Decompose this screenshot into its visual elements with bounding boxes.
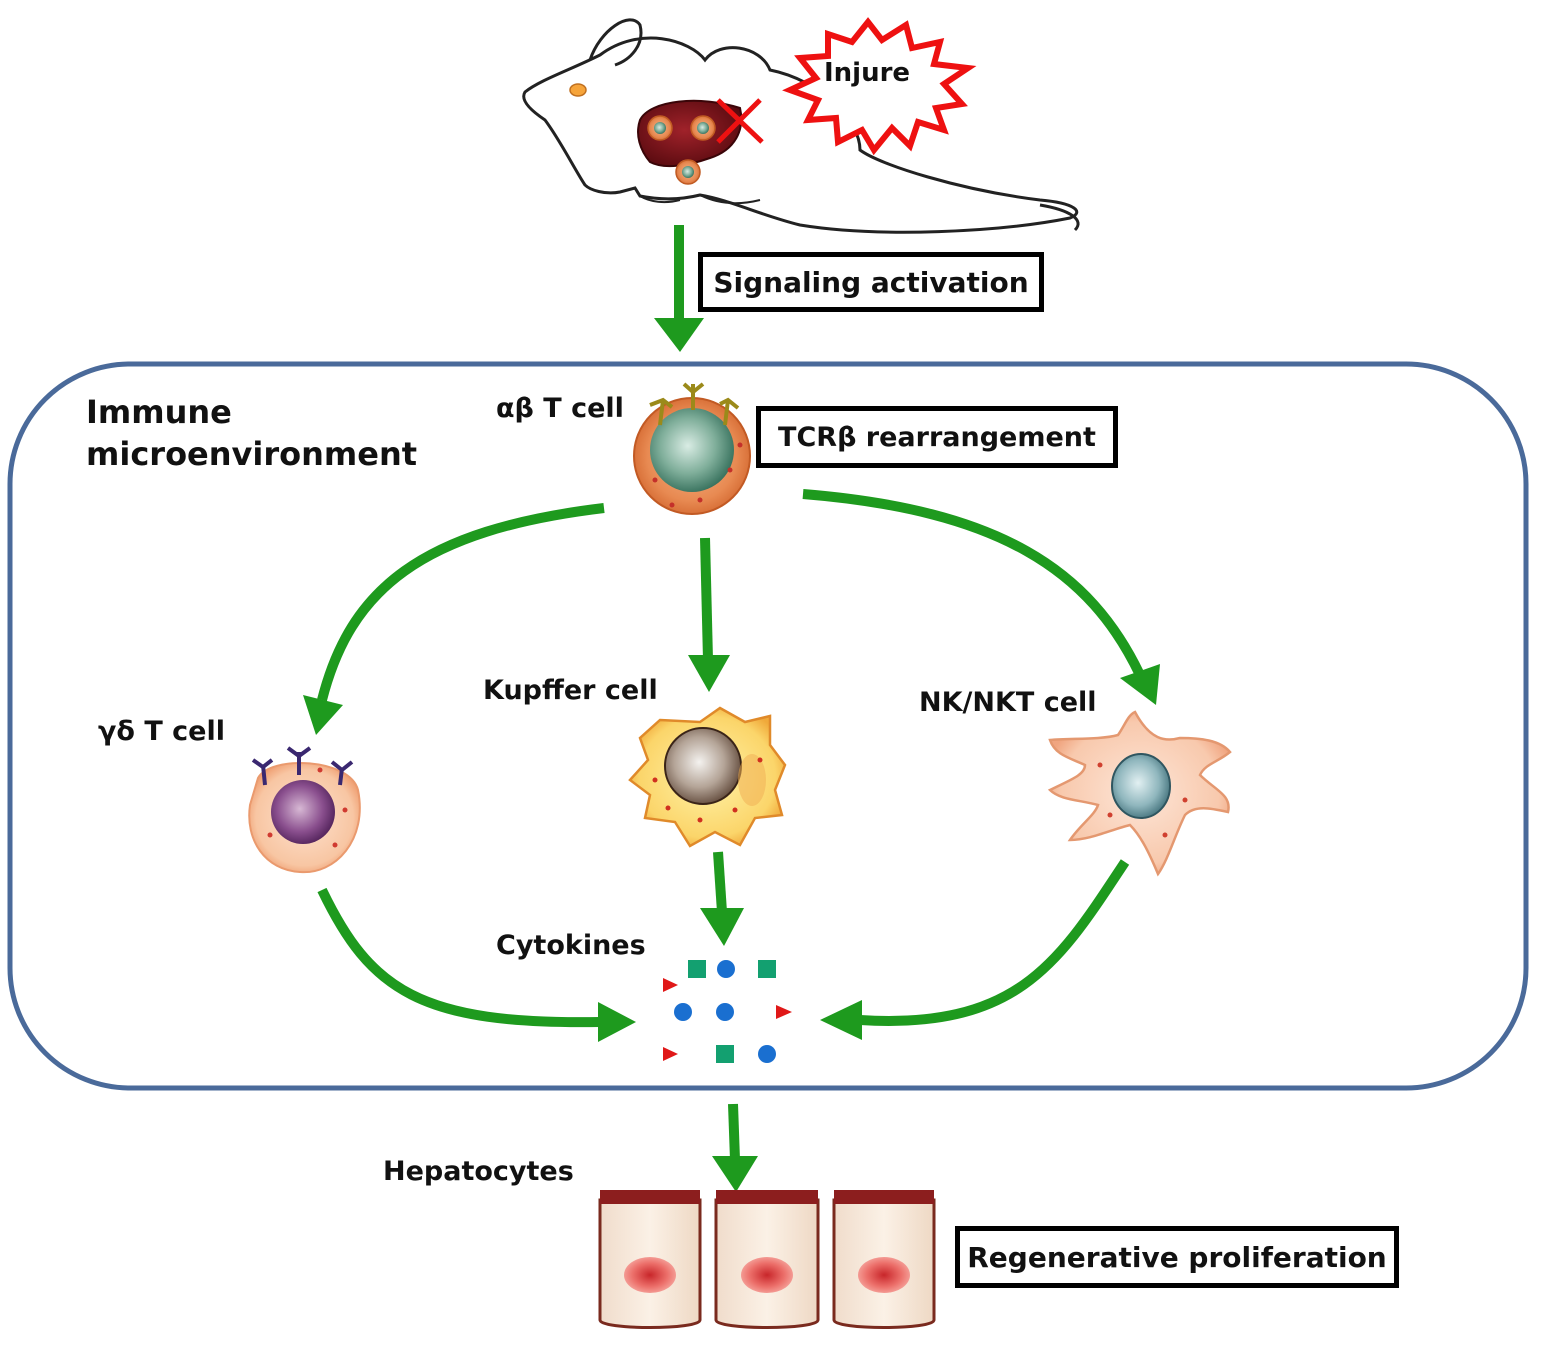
regenerative-proliferation-box: Regenerative proliferation [955, 1226, 1399, 1288]
arrow-frame-to-hepatocytes [728, 1103, 740, 1161]
hepatocyte-cell [832, 1190, 936, 1329]
hepatocyte-cell [598, 1190, 702, 1329]
cytokine-circle [674, 1003, 692, 1021]
liver-injury-cross [716, 98, 764, 144]
injure-label: Injure [824, 58, 911, 88]
kupffer-cell-label: Kupffer cell [483, 675, 658, 706]
tcr-rearrangement-label: TCRβ rearrangement [778, 421, 1096, 453]
immune-label-line2: microenvironment [86, 435, 418, 473]
ab-t-cell-illustration [633, 382, 751, 515]
cytokine-square [688, 960, 706, 978]
cytokine-circle [717, 960, 735, 978]
liver-illustration [637, 99, 743, 185]
cytokine-circle [716, 1003, 734, 1021]
regenerative-proliferation-label: Regenerative proliferation [967, 1240, 1387, 1274]
immune-microenvironment-frame [7, 361, 1529, 1091]
arrow-gdt-to-cytokines [317, 887, 601, 1028]
cytokine-triangle [663, 978, 678, 992]
ab-t-cell-label: αβ T cell [496, 393, 624, 424]
hepatocyte-cell [714, 1190, 820, 1329]
arrow-abt-to-gdt [317, 503, 605, 702]
arrow-abt-to-kupffer [700, 537, 713, 661]
signaling-activation-label: Signaling activation [713, 265, 1029, 299]
cytokines-label: Cytokines [496, 930, 646, 961]
cytokine-square [758, 960, 776, 978]
arrow-abt-to-nk [802, 489, 1145, 678]
hepatocytes-label: Hepatocytes [383, 1156, 574, 1187]
hepatocytes-illustration [598, 1190, 936, 1329]
immune-label-line1: Immune [86, 393, 232, 431]
kupffer-cell-illustration [628, 706, 787, 848]
tcr-rearrangement-box: TCRβ rearrangement [756, 406, 1118, 468]
gd-t-cell-label: γδ T cell [98, 716, 225, 747]
cytokine-cluster [663, 960, 792, 1063]
signaling-activation-box: Signaling activation [698, 252, 1044, 312]
cytokine-triangle [776, 1005, 792, 1019]
nk-cell-illustration [1047, 710, 1232, 877]
injury-burst-shape [782, 17, 977, 156]
arrow-kupffer-to-cytokines [713, 851, 727, 913]
cytokine-square [716, 1045, 734, 1063]
cytokine-triangle [663, 1047, 678, 1061]
arrowheads [303, 318, 1160, 1192]
nk-nkt-cell-label: NK/NKT cell [919, 687, 1097, 718]
arrow-nk-to-cytokines [859, 859, 1130, 1026]
mouse-illustration [522, 18, 1080, 234]
cytokine-circle [758, 1045, 776, 1063]
gd-t-cell-illustration [248, 746, 361, 874]
